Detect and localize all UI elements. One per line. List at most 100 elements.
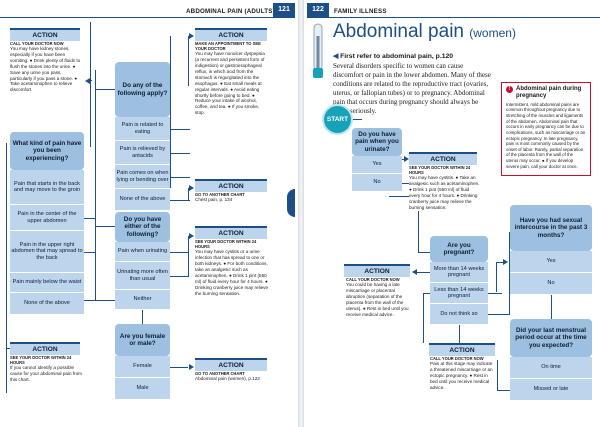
connector-line bbox=[170, 36, 171, 188]
option-urinating-often[interactable]: Urinating more often than usual bbox=[115, 262, 170, 290]
right-running-head: FAMILY ILLNESS bbox=[334, 8, 387, 15]
action-text: You may have cystitis. ● Take an analges… bbox=[409, 175, 480, 210]
action-header: ACTION bbox=[10, 28, 80, 41]
action-dyspepsia: MAKE AN APPOINTMENT TO SEE YOUR DOCTOR Y… bbox=[195, 41, 269, 117]
book-gutter bbox=[298, 0, 304, 427]
option-related-eating[interactable]: Pain is related to eating bbox=[115, 117, 170, 141]
right-page-number: 122 bbox=[307, 3, 329, 17]
arrow-right-icon bbox=[189, 185, 194, 191]
connector-line bbox=[488, 314, 510, 315]
action-caption: GO TO ANOTHER CHART bbox=[195, 192, 245, 197]
option-urinate-yes[interactable]: Yes bbox=[352, 156, 402, 174]
option-neither[interactable]: Neither bbox=[115, 290, 170, 310]
action-cystitis-kidney: SEE YOUR DOCTOR WITHIN 24 HOURS You may … bbox=[195, 239, 269, 297]
option-lying-bending[interactable]: Pain comes on when lying or bending over bbox=[115, 165, 170, 189]
arrow-right-icon bbox=[189, 233, 194, 239]
connector-line bbox=[95, 226, 115, 227]
connector-line bbox=[95, 89, 115, 90]
action-caption: CALL YOUR DOCTOR NOW bbox=[430, 356, 484, 361]
connector-line bbox=[496, 262, 497, 292]
action-header: ACTION bbox=[195, 358, 267, 371]
left-header-rule bbox=[0, 17, 295, 18]
option-pain-upper-center[interactable]: Pain in the center of the upper abdomen bbox=[10, 205, 84, 231]
subtitle-text[interactable]: First refer to abdominal pain, p.120 bbox=[340, 53, 454, 60]
pregnancy-warning-box: ! Abdominal pain during pregnancy Interm… bbox=[501, 82, 591, 176]
action-late-miscarriage: CALL YOUR DOCTOR NOW You could be having… bbox=[346, 277, 412, 318]
arrow-right-icon bbox=[189, 364, 194, 370]
connector-line bbox=[84, 218, 96, 219]
left-page-number: 121 bbox=[273, 3, 295, 17]
back-arrow-icon: ◀ bbox=[333, 53, 341, 60]
action-header: ACTION bbox=[195, 226, 267, 239]
connector-line bbox=[352, 119, 362, 120]
action-caption: SEE YOUR DOCTOR WITHIN 24 HOURS bbox=[10, 355, 72, 366]
connector-line bbox=[95, 300, 115, 301]
action-text: You may have nonulcer dyspepsia (a recur… bbox=[195, 51, 265, 116]
option-following-none[interactable]: None of the above bbox=[115, 189, 170, 211]
connector-line bbox=[389, 196, 418, 197]
option-not-pregnant[interactable]: Do not think so bbox=[430, 304, 488, 325]
page-title: Abdominal pain (women) bbox=[333, 21, 516, 43]
connector-line bbox=[418, 252, 430, 253]
arrow-left-icon bbox=[85, 78, 90, 84]
option-female[interactable]: Female bbox=[115, 356, 170, 378]
action-header: ACTION bbox=[344, 264, 410, 277]
option-pain-urinating[interactable]: Pain when urinating bbox=[115, 242, 170, 262]
connector-line bbox=[170, 153, 190, 154]
option-missed-late[interactable]: Missed or late bbox=[510, 379, 592, 401]
connector-line bbox=[88, 80, 92, 81]
connector-line bbox=[497, 360, 498, 391]
connector-line bbox=[497, 390, 510, 391]
connector-line bbox=[423, 293, 430, 294]
question-pain-type: What kind of pain have you been experien… bbox=[10, 132, 84, 170]
page-subtitle: ◀ First refer to abdominal pain, p.120 bbox=[333, 52, 453, 60]
option-relieved-antacids[interactable]: Pain is relieved by antacids bbox=[115, 141, 170, 165]
connector-line bbox=[95, 70, 96, 300]
action-header: ACTION bbox=[195, 179, 267, 192]
connector-line bbox=[170, 200, 190, 201]
connector-line bbox=[496, 262, 504, 263]
action-caption: MAKE AN APPOINTMENT TO SEE YOUR DOCTOR bbox=[195, 41, 261, 52]
page-tab-marker bbox=[287, 189, 295, 217]
connector-line bbox=[170, 129, 190, 130]
action-header: ACTION bbox=[195, 28, 267, 41]
option-less-14-weeks[interactable]: Less than 14 weeks pregnant bbox=[430, 283, 488, 304]
page-title-suffix: (women) bbox=[469, 26, 516, 40]
left-running-head: ABDOMINAL PAIN (ADULTS) bbox=[186, 8, 275, 15]
option-pain-none[interactable]: None of the above bbox=[10, 293, 84, 315]
connector-line bbox=[90, 22, 91, 147]
connector-line bbox=[84, 300, 96, 301]
option-intercourse-yes[interactable]: Yes bbox=[510, 251, 592, 273]
option-pain-upper-right[interactable]: Pain in the upper right abdomen that may… bbox=[10, 231, 84, 273]
connector-line bbox=[488, 293, 502, 294]
connector-line bbox=[142, 310, 143, 324]
action-caption: CALL YOUR DOCTOR NOW bbox=[346, 277, 400, 282]
connector-line bbox=[170, 367, 188, 368]
page-title-main: Abdominal pain bbox=[333, 21, 464, 42]
option-pain-back[interactable]: Pain that starts in the back and may mov… bbox=[10, 170, 84, 205]
start-marker: START bbox=[324, 106, 351, 133]
connector-line bbox=[188, 188, 189, 201]
connector-line bbox=[188, 236, 189, 277]
connector-line bbox=[423, 293, 424, 343]
option-intercourse-no[interactable]: No bbox=[510, 273, 592, 295]
action-chest-pain-chart: GO TO ANOTHER CHART Chest pain, p. 134 bbox=[195, 192, 269, 204]
option-male[interactable]: Male bbox=[115, 378, 170, 400]
action-kidney-stones: CALL YOUR DOCTOR NOW You may have kidney… bbox=[10, 41, 82, 94]
option-urinate-no[interactable]: No bbox=[352, 174, 402, 192]
question-pregnant: Are you pregnant? bbox=[430, 236, 488, 262]
connector-line bbox=[6, 348, 10, 349]
action-cystitis: SEE YOUR DOCTOR WITHIN 24 HOURS You may … bbox=[409, 165, 481, 211]
intro-paragraph: Several disorders specific to women can … bbox=[333, 62, 491, 116]
connector-line bbox=[459, 325, 460, 343]
question-either-following: Do you have either of the following? bbox=[115, 212, 170, 242]
action-text: You may have cystitis or a urine infecti… bbox=[195, 249, 269, 296]
option-on-time[interactable]: On time bbox=[510, 357, 592, 379]
connector-line bbox=[84, 252, 96, 253]
question-intercourse: Have you had sexual intercourse in the p… bbox=[510, 205, 592, 251]
question-following-apply: Do any of the following apply? bbox=[115, 62, 170, 117]
action-text: You may have kidney stones, especially i… bbox=[10, 46, 81, 93]
option-more-14-weeks[interactable]: More than 14 weeks pregnant bbox=[430, 262, 488, 283]
option-pain-below-waist[interactable]: Pain mainly below the waist bbox=[10, 273, 84, 293]
